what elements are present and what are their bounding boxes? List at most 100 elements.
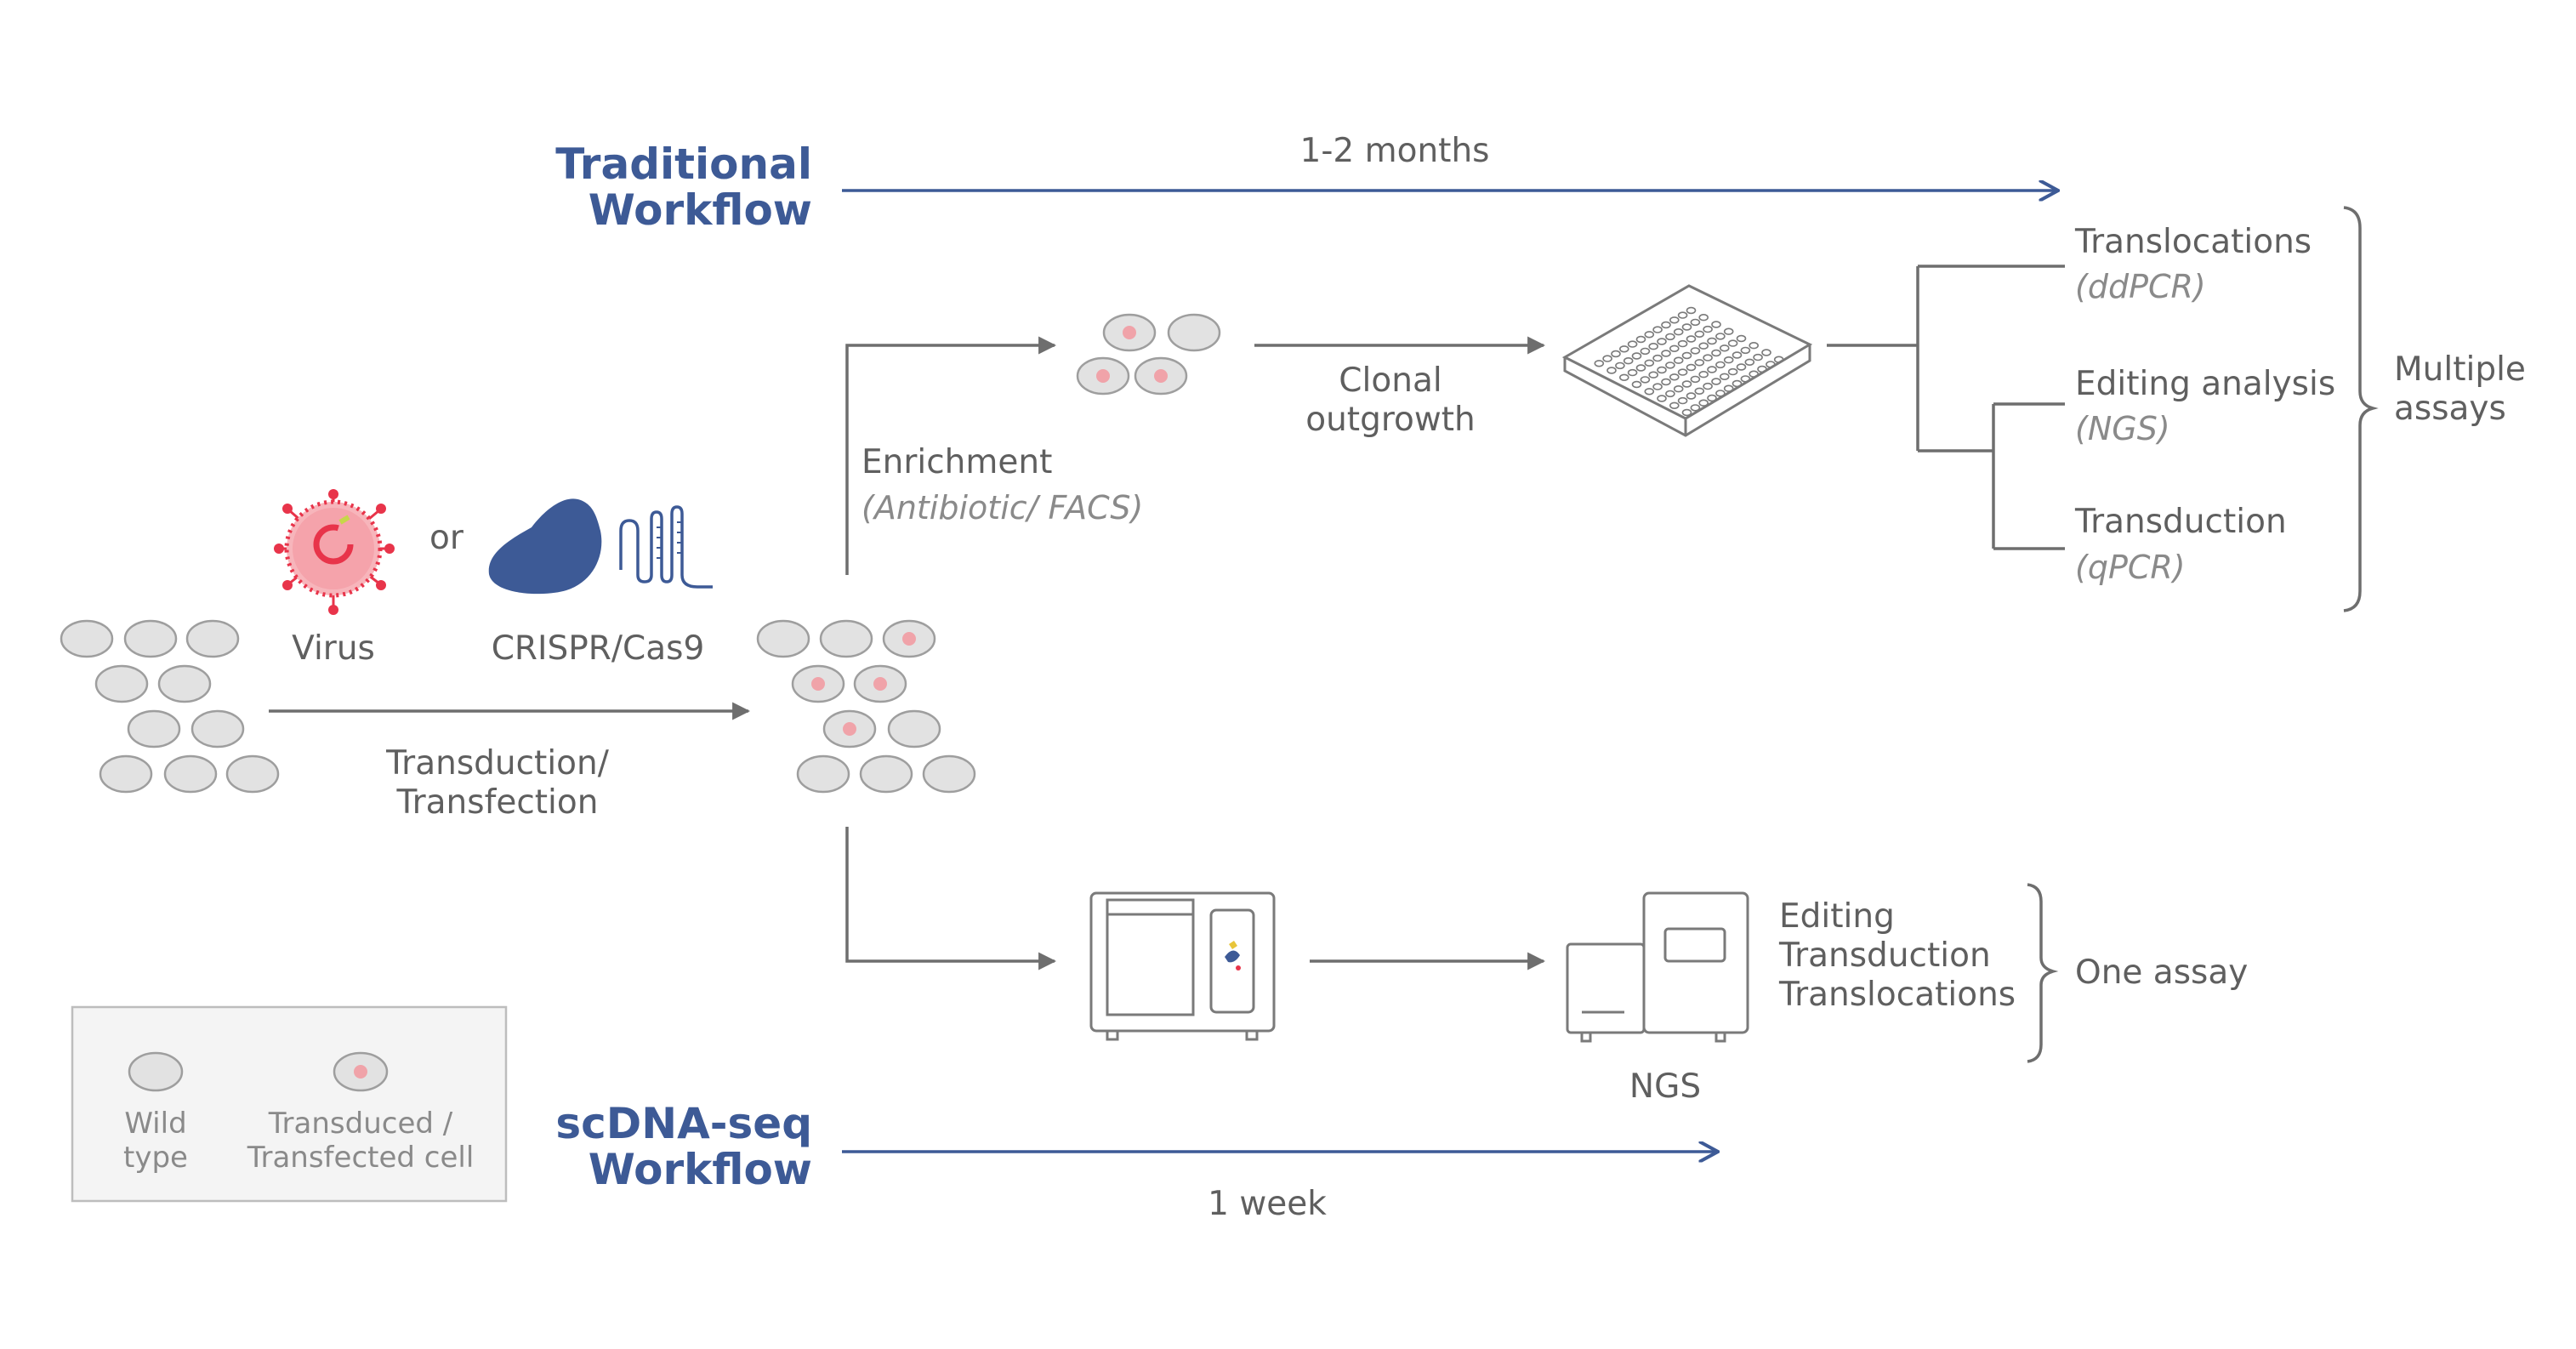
plate-well [1698,399,1709,407]
or-label: or [429,519,464,557]
result-transduction: Transduction [1778,936,1991,975]
cell [123,619,178,658]
plate-well [1723,356,1734,364]
ngs-label: NGS [1629,1067,1701,1106]
plate-well [1665,333,1675,341]
plate-well [1606,367,1617,374]
plate-well [1661,350,1671,357]
cell [94,664,149,703]
virus-icon [274,489,395,615]
cell [922,754,976,794]
plate-well [1727,367,1738,376]
plate-well [1669,401,1680,409]
cell [185,619,240,658]
plate-well [1740,375,1751,383]
plate-well [1652,354,1663,362]
plate-well [1677,311,1688,319]
plate-well [1677,396,1688,405]
plate-well [1640,376,1651,384]
plate-well [1657,366,1667,374]
plate-well [1694,359,1705,367]
plate-well [1703,325,1713,333]
plate-well [1711,349,1721,357]
cell [99,754,153,794]
virus-label: Virus [292,629,375,668]
plate-well [1690,375,1701,384]
plate-well [1627,368,1638,377]
plate-well [1694,387,1705,395]
plate-well [1740,346,1751,355]
single-cell-instrument-icon [1089,891,1276,1041]
plate-well [1711,321,1721,328]
plate-well [1648,343,1658,350]
legend-trans-line2: Transfected cell [247,1141,475,1175]
cell [163,754,218,794]
plate-well [1707,366,1717,373]
plate-well [1732,379,1743,388]
plate-well [1773,356,1784,363]
scdna-duration: 1 week [1208,1185,1327,1223]
plate-well [1715,333,1726,340]
cell [859,754,913,794]
transduction-label-line2: Transfection [396,783,599,822]
enrichment-method: (Antibiotic/ FACS) [862,489,1143,527]
cell [157,664,212,703]
plate-well [1715,361,1726,369]
plate-well [1711,378,1721,385]
plate-well [1657,338,1667,345]
plate-well [1727,339,1738,347]
plate-well [1623,357,1634,365]
traditional-duration: 1-2 months [1300,132,1490,170]
plate-well [1665,361,1675,369]
plate-well [1644,388,1655,396]
plate-well [1611,350,1621,358]
assay-2-method: (NGS) [2075,410,2170,447]
assay-1-method: (ddPCR) [2075,268,2206,305]
plate-well [1736,334,1747,343]
plate-well [1703,354,1713,361]
enrichment-arrow [845,336,1057,575]
plate-well [1698,371,1709,379]
plate-well [1615,361,1625,370]
traditional-title-line2: Workflow [589,185,812,235]
plate-well [1681,323,1692,331]
one-assay-brace [2027,883,2059,1063]
crispr-cas9-icon [488,498,713,595]
legend-trans-line1: Transduced / [268,1107,453,1141]
plate-well [1677,368,1688,376]
plate-well [1681,351,1692,360]
plate-well [1686,363,1697,372]
assay-branch-lines [1827,265,2065,550]
plate-well [1749,370,1759,378]
single-cell-arrow [845,827,1057,970]
cell [127,709,181,748]
plate-well [1644,331,1655,339]
cell [225,754,280,794]
assay-3-method: (qPCR) [2075,549,2186,586]
legend: Wild type Transduced / Transfected cell [71,1005,508,1203]
plate-well [1648,371,1658,379]
cell [60,619,114,658]
plate-well [1652,383,1663,390]
plate-well [1635,335,1646,344]
clonal-label-line1: Clonal [1339,361,1442,400]
plate-well [1594,360,1605,367]
plate-well [1657,395,1667,402]
plate-well [1619,373,1629,381]
plate-well [1732,351,1743,359]
plate-well [1686,392,1697,400]
plate-well [1627,340,1638,348]
plate-well [1673,356,1684,364]
plate-well [1698,342,1709,350]
plate-well [1619,345,1629,353]
plate-well [1715,390,1726,397]
plate-well [1707,394,1717,402]
scdna-title-line1: scDNA-seq [555,1099,812,1148]
assay-1-name: Translocations [2074,223,2312,261]
cell [756,619,810,658]
plate-well [1703,382,1713,390]
legend-wild-line1: Wild [124,1107,186,1141]
transduction-label-line1: Transduction/ [385,744,610,783]
multiple-assays-brace [2343,206,2379,612]
plate-well [1744,358,1755,366]
